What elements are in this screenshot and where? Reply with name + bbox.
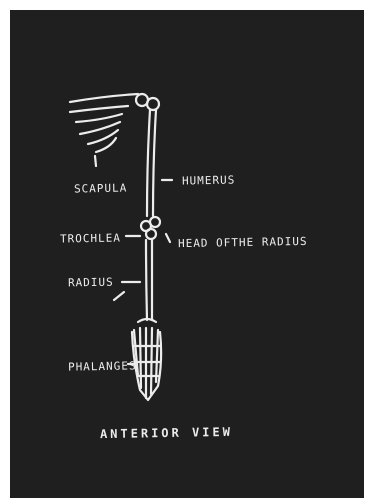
scapula-rib-1 (70, 106, 128, 112)
label-radius: RADIUS (68, 276, 114, 290)
label-humerus: HUMERUS (182, 174, 236, 188)
phalanx-5 (156, 330, 158, 382)
drawing-title: ANTERIOR VIEW (100, 425, 233, 441)
label-phalanges: PHALANGES (68, 359, 137, 373)
elbow-ball-2 (150, 217, 160, 227)
label-scapula: SCAPULA (74, 182, 128, 196)
scapula-rib-2 (76, 114, 122, 122)
scapula-pointer (95, 156, 96, 166)
elbow-ball-3 (146, 229, 156, 239)
phalanx-2 (140, 328, 141, 388)
head-radius-pointer (166, 234, 170, 242)
humerus-bone-right (153, 110, 156, 216)
scapula-outline (70, 94, 138, 102)
humerus-bone-left (147, 110, 150, 216)
anatomy-drawing: SCAPULA HUMERUS TROCHLEA HEAD OFTHE RADI… (10, 10, 364, 498)
label-trochlea: TROCHLEA (60, 231, 121, 245)
radius-bone-left (146, 240, 147, 320)
label-head-of-the-radius: HEAD OFTHE RADIUS (178, 235, 308, 250)
shoulder-ball-2 (147, 98, 159, 110)
radius-tick (114, 292, 124, 300)
